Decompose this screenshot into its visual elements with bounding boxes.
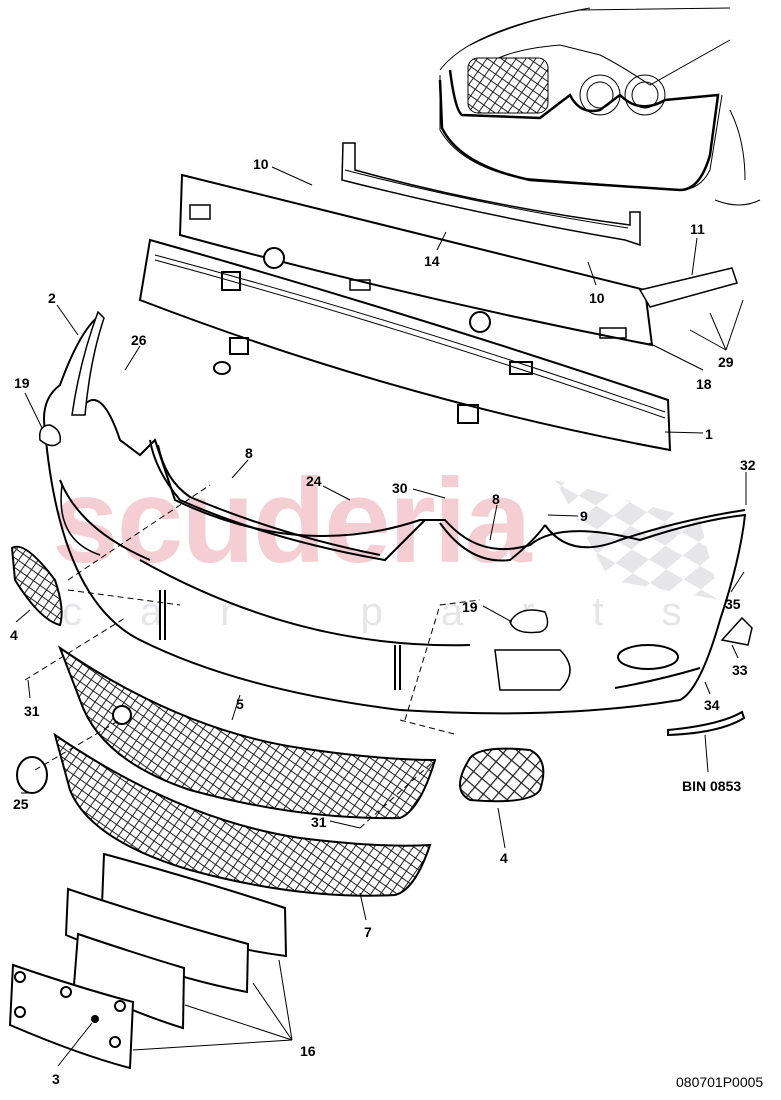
callout-8-right: 8 xyxy=(492,491,500,507)
callout-18: 18 xyxy=(696,376,712,392)
callout-35: 35 xyxy=(725,596,741,612)
part-7-lower-grille xyxy=(53,732,432,897)
bumper-upper-rails xyxy=(149,439,746,562)
callout-11: 11 xyxy=(690,221,705,237)
callout-29: 29 xyxy=(718,354,734,370)
part-11-bracket xyxy=(638,267,738,308)
part-4-grille-left xyxy=(10,545,63,627)
callout-10-upper: 10 xyxy=(253,156,269,172)
leader-lines xyxy=(15,166,747,1067)
callout-19-left: 19 xyxy=(14,375,30,391)
part-1-beam xyxy=(138,238,672,452)
callout-34: 34 xyxy=(704,697,720,713)
callout-8-left: 8 xyxy=(245,445,253,461)
callout-14: 14 xyxy=(424,253,440,269)
dashed-guides xyxy=(24,484,481,829)
callout-3: 3 xyxy=(52,1071,60,1087)
callout-25: 25 xyxy=(13,796,29,812)
watermark-main: scuderia xyxy=(52,454,532,588)
callout-7: 7 xyxy=(364,924,372,940)
part-5-upper-grille xyxy=(57,645,437,820)
callout-19-right: 19 xyxy=(462,599,478,615)
diagram-reference-number: 080701P0005 xyxy=(676,1074,764,1090)
callout-4-left: 4 xyxy=(10,627,18,643)
callout-bin-0853: BIN 0853 xyxy=(682,778,742,794)
part-4-grille-right xyxy=(459,747,545,803)
callout-1: 1 xyxy=(705,426,713,442)
part-19-cap-left xyxy=(38,424,62,447)
callout-30: 30 xyxy=(392,480,408,496)
car-thumbnail xyxy=(438,7,761,206)
callout-10-lower: 10 xyxy=(589,290,605,306)
callout-33: 33 xyxy=(732,662,748,678)
part-25-cap xyxy=(16,756,48,794)
callout-31-right: 31 xyxy=(311,814,327,830)
callout-26: 26 xyxy=(131,332,147,348)
callout-16: 16 xyxy=(300,1043,316,1059)
callout-24: 24 xyxy=(306,473,322,489)
callout-2: 2 xyxy=(48,290,56,306)
part-33-bracket xyxy=(720,616,753,646)
part-2-strip xyxy=(71,310,105,416)
part-19-cap-right xyxy=(509,609,549,634)
callout-9: 9 xyxy=(580,508,588,524)
part-bin0853-trim xyxy=(667,710,746,737)
part-14-bar xyxy=(341,142,641,247)
callout-31-left: 31 xyxy=(24,703,40,719)
part-18-absorber xyxy=(178,173,654,347)
callout-5: 5 xyxy=(236,696,244,712)
part-16-plates xyxy=(8,852,288,1070)
callout-4-right: 4 xyxy=(500,850,508,866)
callout-32: 32 xyxy=(740,457,756,473)
